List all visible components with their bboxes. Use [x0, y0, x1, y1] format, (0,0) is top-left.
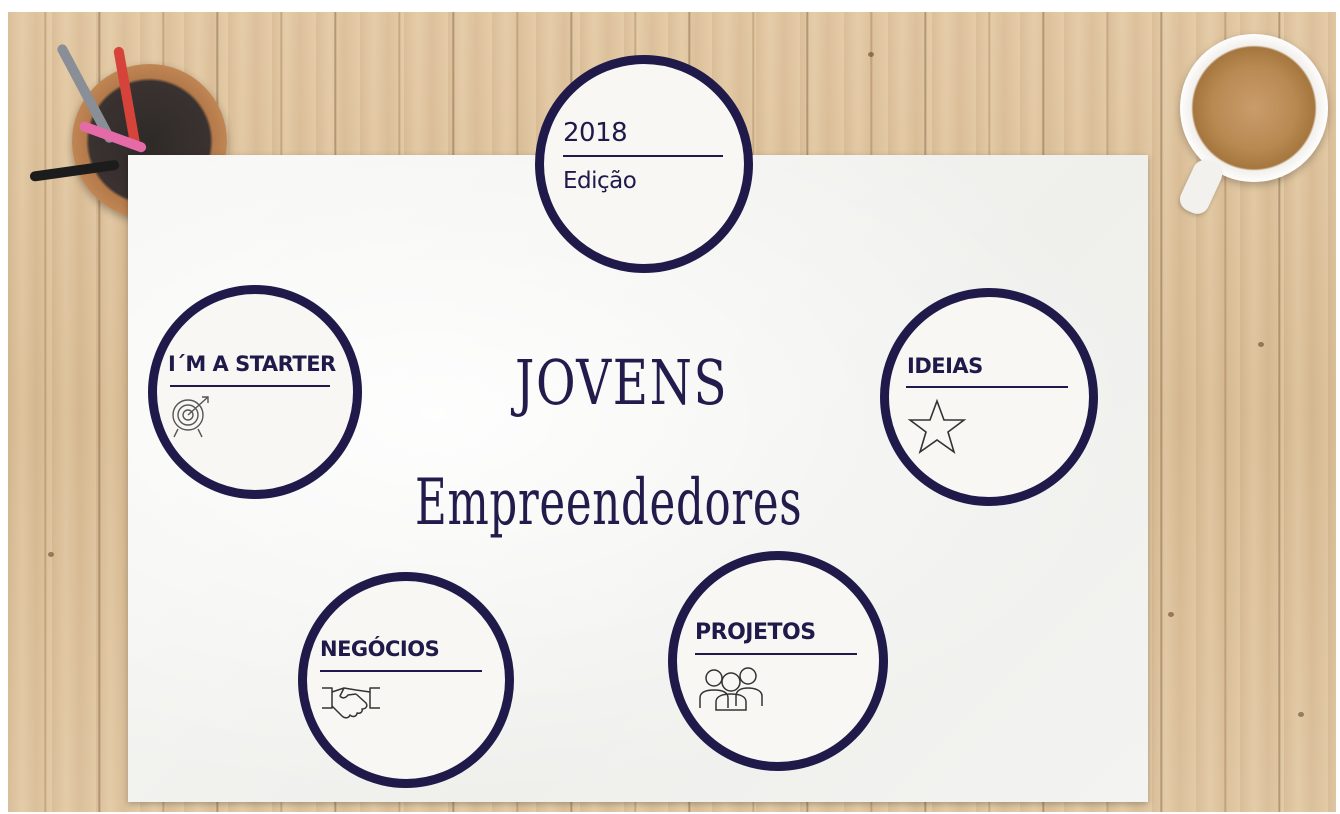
projetos-circle[interactable] — [668, 551, 888, 771]
starter-divider — [170, 385, 330, 387]
edition-year: 2018 — [563, 118, 628, 148]
negocios-divider — [320, 670, 482, 672]
ideias-divider — [906, 386, 1068, 388]
negocios-circle[interactable] — [298, 572, 514, 788]
edition-divider — [563, 155, 723, 157]
projetos-label: PROJETOS — [695, 620, 816, 645]
ideias-label: IDEIAS — [907, 354, 983, 378]
edition-label: Edição — [563, 168, 637, 194]
ideias-circle[interactable] — [880, 288, 1098, 506]
star-icon — [907, 398, 967, 454]
negocios-label: NEGÓCIOS — [320, 637, 440, 661]
edition-circle[interactable] — [535, 55, 753, 273]
people-icon — [699, 667, 763, 711]
title-line-2: Empreendedores — [415, 466, 803, 540]
handshake-icon — [322, 687, 380, 719]
title-line-1: JOVENS — [515, 346, 729, 419]
starter-label: I´M A STARTER — [168, 352, 336, 376]
starter-circle[interactable] — [148, 285, 362, 499]
projetos-divider — [695, 653, 857, 655]
target-icon — [172, 396, 209, 438]
coffee-cup-image — [1180, 34, 1328, 182]
